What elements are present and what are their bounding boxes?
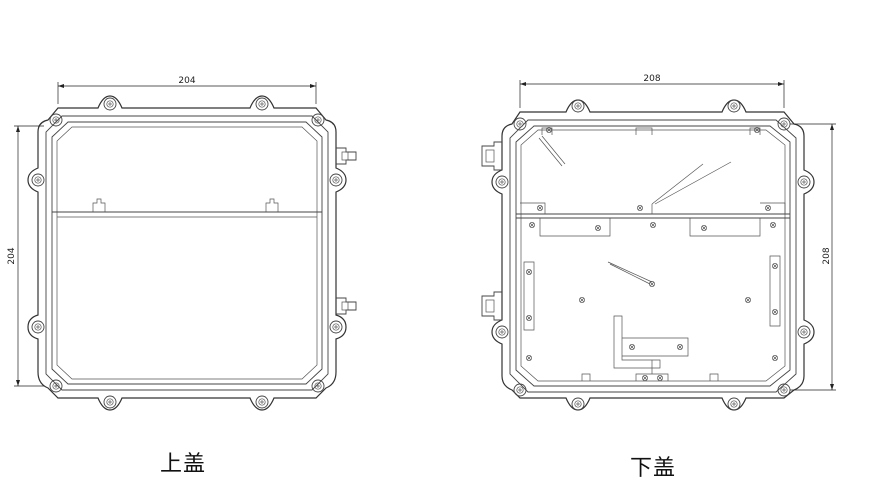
lower-cover-caption: 下盖 — [630, 456, 677, 481]
upper-cover-window — [56, 126, 318, 380]
lower-screw — [649, 281, 655, 287]
lower-clip — [709, 373, 719, 381]
lower-hinge-top — [481, 141, 502, 171]
lower-cable — [538, 137, 563, 167]
lower-side-rail-right — [769, 255, 781, 327]
lower-boss — [495, 175, 509, 189]
lower-side-rail-left — [523, 261, 535, 331]
lower-height-dimension — [790, 123, 836, 391]
lower-cover-inner-wall — [515, 125, 791, 387]
upper-height-dimension — [14, 125, 44, 387]
lower-screw — [526, 355, 532, 361]
lower-width-label: 208 — [643, 74, 660, 84]
lower-screw — [772, 355, 778, 361]
upper-boss — [311, 113, 325, 127]
lower-boss — [777, 383, 791, 397]
lower-screw — [629, 344, 635, 350]
lower-screw — [677, 344, 683, 350]
upper-cover-inner-wall — [51, 121, 323, 385]
lower-screw — [526, 269, 532, 275]
lower-cable — [609, 263, 651, 285]
lower-screw — [772, 263, 778, 269]
lower-screw — [642, 375, 648, 381]
lower-screw — [637, 205, 643, 211]
upper-boss — [103, 97, 117, 111]
lower-screw — [701, 225, 707, 231]
upper-boss — [255, 395, 269, 409]
lower-height-label: 208 — [822, 247, 832, 264]
lower-screw — [526, 315, 532, 321]
lower-bracket-left — [539, 218, 611, 237]
lower-screw — [745, 297, 751, 303]
upper-boss — [103, 395, 117, 409]
lower-boss — [727, 99, 741, 113]
lower-screw — [579, 297, 585, 303]
upper-boss — [329, 320, 343, 334]
lower-width-dimension — [519, 80, 785, 108]
lower-cable — [541, 135, 566, 165]
lower-hinge-bottom — [481, 291, 502, 321]
lower-clip — [581, 373, 591, 381]
upper-cover-outer-outline — [27, 95, 347, 411]
upper-width-dimension — [57, 82, 317, 104]
upper-cover-view: 204 204 — [7, 76, 357, 411]
lower-cover-rim — [509, 119, 797, 393]
lower-cover-cavity — [520, 129, 786, 382]
upper-boss — [49, 113, 63, 127]
lower-cable — [651, 163, 704, 205]
upper-cover-rim — [45, 115, 329, 391]
lower-bottom-bracket — [613, 315, 661, 369]
lower-screw — [772, 309, 778, 315]
upper-cover-caption: 上盖 — [160, 452, 207, 477]
lower-boss — [513, 383, 527, 397]
lower-boss — [727, 397, 741, 411]
lower-cover-view: 208 208 — [481, 74, 836, 411]
upper-hinge-top — [336, 147, 357, 165]
upper-height-label: 204 — [7, 247, 17, 264]
upper-boss — [329, 173, 343, 187]
lower-tab-left — [520, 202, 546, 214]
divider-clip-left — [92, 198, 106, 212]
upper-boss — [255, 97, 269, 111]
lower-bottom-plate — [622, 337, 689, 357]
upper-width-label: 204 — [178, 76, 195, 86]
lower-boss — [797, 325, 811, 339]
divider-clip-right — [265, 198, 279, 212]
lower-bracket-right — [689, 218, 761, 237]
lower-cable — [654, 161, 732, 205]
lower-boss — [571, 397, 585, 411]
lower-cable — [607, 261, 653, 283]
lower-screw — [529, 222, 535, 228]
upper-boss — [31, 173, 45, 187]
upper-hinge-bottom — [336, 297, 357, 315]
lower-screw — [765, 205, 771, 211]
upper-hinge-top-pin — [341, 151, 349, 161]
lower-boss — [495, 325, 509, 339]
lower-boss — [797, 175, 811, 189]
upper-boss — [49, 379, 63, 393]
lower-screw — [595, 225, 601, 231]
upper-hinge-bottom-pin — [341, 301, 349, 311]
lower-hinge-top-pin — [485, 149, 495, 163]
lower-tab-right — [760, 202, 786, 214]
lower-screw — [770, 222, 776, 228]
lower-hinge-bottom-pin — [485, 299, 495, 313]
lower-boss — [571, 99, 585, 113]
upper-boss — [31, 320, 45, 334]
lower-clip — [635, 373, 669, 381]
lower-cover-outer-outline — [491, 99, 815, 411]
lower-clip — [635, 127, 653, 135]
lower-screw — [537, 205, 543, 211]
lower-screw — [657, 375, 663, 381]
lower-screw — [650, 222, 656, 228]
upper-boss — [311, 379, 325, 393]
